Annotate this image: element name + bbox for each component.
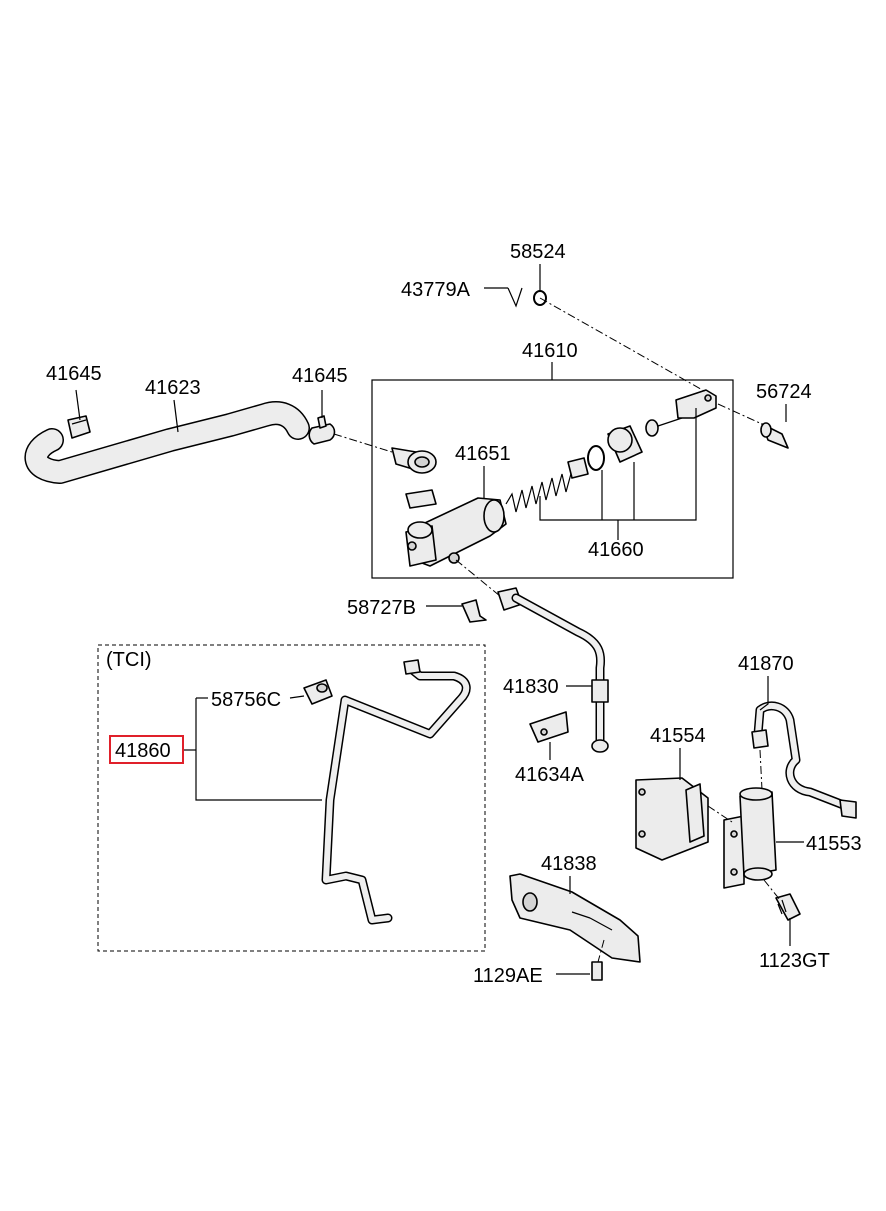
- tci-variant-box: [97, 644, 486, 952]
- clip-43779A: [507, 287, 523, 308]
- piston-cup: [607, 425, 643, 463]
- clip-58727B: [461, 599, 487, 623]
- damper-route-line: [759, 749, 763, 791]
- kit-bracket-41660: [539, 408, 697, 521]
- label-41553: 41553: [806, 833, 862, 855]
- label-43779A: 43779A: [401, 279, 471, 301]
- kit-bracket-drops: [601, 462, 635, 540]
- bolt-1123GT: [775, 893, 801, 921]
- bolt-1129AE-route-line: [597, 939, 605, 963]
- label-41645-right: 41645: [292, 365, 348, 387]
- label-41860[interactable]: 41860: [115, 740, 171, 762]
- tci-pipe-41860: [321, 659, 471, 925]
- bracket-41838: [509, 873, 641, 963]
- label-41838: 41838: [541, 853, 597, 875]
- leader-41870: [759, 676, 769, 711]
- highlight-box-41860: [109, 735, 184, 764]
- piston-seal-ring: [587, 445, 605, 471]
- hose-clamp-right: [308, 415, 336, 445]
- label-41830: 41830: [503, 676, 559, 698]
- label-58756C: 58756C: [211, 689, 281, 711]
- bracket-41554: [635, 777, 709, 861]
- bolt-1129AE: [591, 961, 603, 981]
- label-41623: 41623: [145, 377, 201, 399]
- leader-41623: [173, 399, 179, 433]
- label-41554: 41554: [650, 725, 706, 747]
- label-tci: (TCI): [106, 649, 152, 671]
- label-56724: 56724: [756, 381, 812, 403]
- bracket-41634A: [529, 711, 569, 743]
- leader-41645a: [75, 389, 81, 421]
- clevis-pin-56724: [760, 422, 789, 449]
- piston-spring: [505, 457, 589, 513]
- label-1123GT: 1123GT: [759, 950, 830, 972]
- hose-route-line: [333, 433, 393, 453]
- pipe-clip-58756C: [303, 679, 333, 705]
- label-1129AE: 1129AE: [473, 965, 543, 987]
- reservoir-hose-41623: [24, 401, 310, 484]
- pipe-route-line: [455, 559, 501, 597]
- bolt-route-line: [763, 879, 781, 901]
- push-rod-clevis: [645, 389, 717, 437]
- label-58727B: 58727B: [347, 597, 416, 619]
- label-41634A: 41634A: [515, 764, 585, 786]
- damper-41553: [723, 787, 777, 889]
- pin-route-line: [717, 403, 763, 425]
- label-41645-left: 41645: [46, 363, 102, 385]
- bracket-route-line: [707, 805, 733, 823]
- label-41870: 41870: [738, 653, 794, 675]
- clutch-pipe-41830: [497, 587, 609, 753]
- master-cylinder-41651: [405, 497, 507, 567]
- label-41610: 41610: [522, 340, 578, 362]
- label-58524: 58524: [510, 241, 566, 263]
- leader-58756C: [289, 695, 305, 699]
- hose-clamp-left: [67, 415, 91, 439]
- reservoir-fitting: [391, 447, 437, 509]
- hose-41870: [751, 701, 857, 819]
- bracket-41860-lower: [195, 698, 322, 801]
- label-41651: 41651: [455, 443, 511, 465]
- label-41660: 41660: [588, 539, 644, 561]
